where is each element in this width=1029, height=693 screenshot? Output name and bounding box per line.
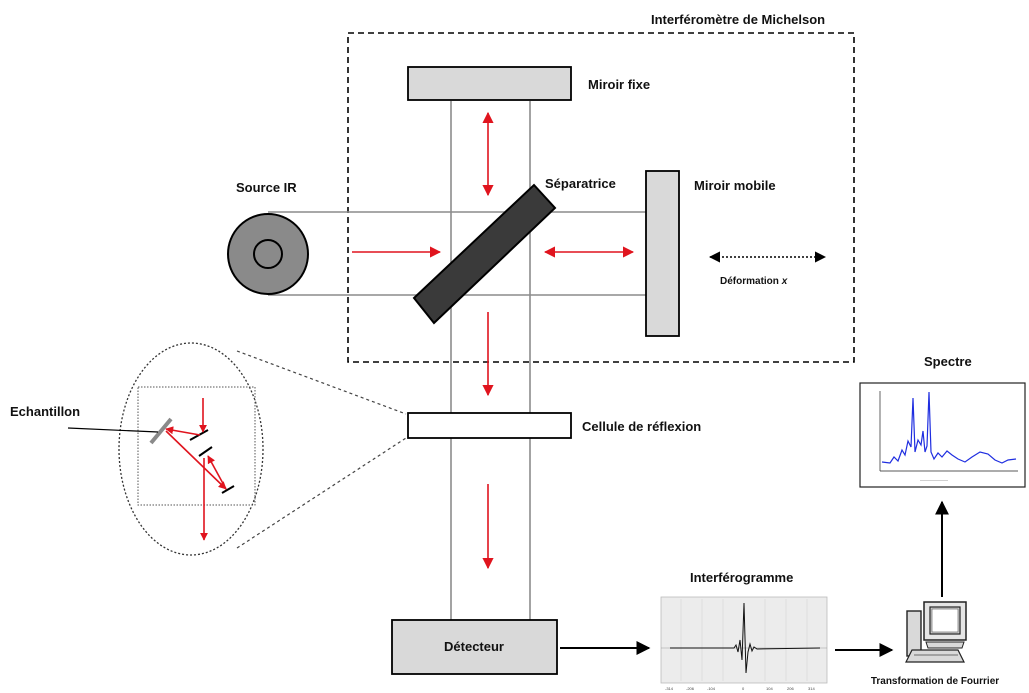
sample-optics [149,398,235,541]
computer-icon [905,601,967,663]
detector [391,619,558,675]
michelson-box [347,32,855,363]
svg-text:-314: -314 [665,686,674,691]
svg-text:0: 0 [742,686,745,691]
zoom-line-bottom [236,437,407,549]
spectrum-plot: ——————— [859,382,1026,488]
michelson-label: Interféromètre de Michelson [651,12,825,27]
interferogram-plot: -314 -206 -104 0 104 206 314 [660,596,828,691]
detector-label: Détecteur [444,639,504,654]
zoom-line-top [236,350,407,415]
svg-text:-206: -206 [686,686,695,691]
zoom-inner-box [137,386,256,506]
beamsplitter-label: Séparatrice [545,176,616,191]
mobile-mirror-label: Miroir mobile [694,178,776,193]
ir-source [227,213,309,295]
zoom-ellipse [118,342,264,556]
sample-label: Echantillon [10,404,80,419]
sample-pointer [67,427,159,433]
beam-arrows [352,111,635,570]
fixed-mirror [407,66,572,101]
svg-text:104: 104 [766,686,773,691]
svg-text:206: 206 [787,686,794,691]
beamsplitter [412,183,557,325]
spectrum-label: Spectre [924,354,972,369]
displacement-label: Déformation x [720,276,788,287]
svg-text:-104: -104 [707,686,716,691]
svg-text:———————: ——————— [920,477,948,482]
mobile-mirror [645,170,680,337]
source-label: Source IR [236,180,297,195]
fourier-label: Transformation de Fourrier [871,676,999,687]
reflection-cell-label: Cellule de réflexion [582,419,701,434]
fixed-mirror-label: Miroir fixe [588,77,650,92]
interferogram-label: Interférogramme [690,570,793,585]
reflection-cell [407,412,572,439]
svg-text:314: 314 [808,686,815,691]
